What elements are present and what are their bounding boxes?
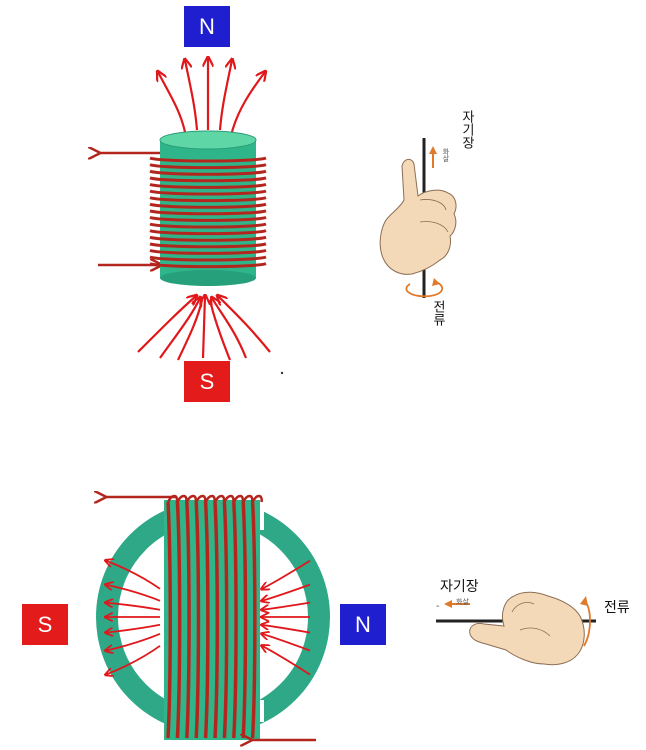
toroid-field-lines (106, 559, 311, 676)
toroid-north-pole-box: N (340, 604, 386, 645)
solenoid-coil-turn (149, 215, 267, 222)
solenoid-coil-turn (149, 156, 267, 163)
toroid-coil-turn (213, 501, 219, 739)
toroid-coil-turn (203, 501, 210, 739)
toroid-field-line-left (106, 645, 161, 675)
vertical-hand-rule (379, 138, 457, 298)
north-pole-label: N (199, 13, 215, 39)
south-field-lines (137, 296, 271, 361)
solenoid-coil-turn (149, 222, 267, 229)
toroid-coil-turn (166, 501, 172, 739)
vertical-field-label: 자기장 (459, 110, 474, 149)
solenoid-coil-turn (149, 196, 267, 203)
north-field-lines (158, 58, 265, 133)
toroid-field-line-right (262, 646, 311, 676)
toroid-field-line-left (106, 561, 161, 590)
current-rotation-arrow (405, 281, 444, 298)
south-pole-label: S (199, 368, 215, 394)
svg-text:-: - (436, 601, 440, 612)
solenoid-coil-turn (149, 229, 267, 236)
toroid-coil-turn (175, 501, 182, 739)
solenoid-diagram (98, 58, 284, 375)
toroid-coil-turn (194, 501, 201, 739)
toroid-field-line-right (262, 559, 311, 589)
toroid-coil-turn (250, 501, 257, 739)
toroid-field-line-right (262, 583, 311, 601)
toroid-coil-top (251, 494, 263, 503)
solenoid-coil-turn (149, 235, 267, 242)
solenoid-windings (149, 156, 267, 269)
solenoid-coil-turn (149, 169, 267, 176)
solenoid-coil-turn (149, 242, 267, 249)
solenoid-coil-turn (149, 209, 267, 216)
toroid-coil-turn (241, 501, 248, 739)
solenoid-coil-turn (149, 255, 267, 262)
toroid-south-pole-box: S (22, 604, 68, 645)
toroid-field-line-right (262, 625, 311, 634)
current-rotation-arrow-2 (583, 599, 591, 647)
solenoid-coil-turn (149, 248, 267, 255)
solenoid-coil-turn (149, 163, 267, 170)
vertical-small-label: 화살 (442, 148, 450, 162)
toroid-coil-turn (185, 501, 191, 739)
toroid-leads (104, 497, 316, 740)
north-pole-box: N (184, 6, 230, 47)
toroid-field-line-left (106, 623, 161, 633)
toroid-coil-turn (222, 501, 229, 739)
hand-icon (379, 158, 457, 275)
horizontal-hand-rule: - (436, 591, 596, 666)
toroid-coil-turn (232, 501, 238, 739)
horizontal-small-label: 화살 (456, 598, 469, 606)
solenoid-coil-turn (149, 189, 267, 196)
solenoid-leads (98, 153, 160, 265)
south-pole-box: S (184, 361, 230, 402)
toroid-field-line-right (262, 634, 311, 652)
solenoid-coil-turn (149, 182, 267, 189)
toroid-field-line-right (262, 601, 311, 610)
vertical-current-label: 전류 (430, 300, 445, 326)
solenoid-coil-turn (149, 202, 267, 209)
solenoid-coil-turn (149, 176, 267, 183)
toroid-north-pole-label: N (355, 611, 371, 637)
solenoid-coil-turn (149, 262, 267, 269)
horizontal-field-label: 자기장 (440, 579, 479, 595)
toroid-windings (166, 494, 263, 739)
toroid-field-line-left (106, 603, 161, 611)
toroid-field-line-left (106, 632, 161, 651)
toroid-diagram (104, 494, 330, 740)
toroid-south-pole-label: S (37, 611, 53, 637)
toroid-field-line-left (106, 585, 161, 602)
solenoid-core (159, 130, 257, 286)
horizontal-current-label: 전류 (604, 600, 630, 616)
